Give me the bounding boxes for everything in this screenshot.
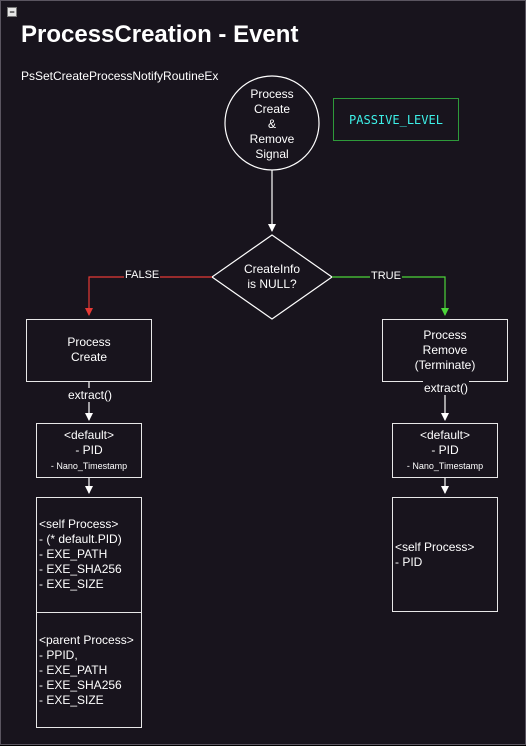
self-process-fields-right: <self Process> - PID (392, 497, 498, 612)
extract-call-right: extract() (423, 381, 470, 395)
process-create-node: Process Create (26, 319, 152, 382)
process-remove-label: Process Remove (Terminate) (414, 328, 476, 372)
default-fields-left: <default> - PID - Nano_Timestamp (36, 423, 142, 478)
default-fields-right: <default> - PID - Nano_Timestamp (392, 423, 498, 478)
irql-passive-level-note: PASSIVE_LEVEL (333, 98, 459, 141)
self-process-left-text: <self Process> - (* default.PID) - EXE_P… (39, 517, 122, 591)
process-create-label: Process Create (67, 335, 111, 364)
self-process-right-text: <self Process> - PID (395, 540, 475, 569)
default-fields-left-text: <default> - PID - Nano_Timestamp (50, 428, 128, 471)
arrow-false-branch (85, 276, 212, 316)
false-edge-label: FALSE (124, 269, 161, 281)
true-edge-label: TRUE (370, 270, 402, 282)
process-remove-node: Process Remove (Terminate) (382, 319, 508, 382)
decision-shape (210, 234, 334, 320)
arrow-true-branch (332, 276, 449, 316)
default-fields-right-text: <default> - PID - Nano_Timestamp (406, 428, 484, 471)
callback-name: PsSetCreateProcessNotifyRoutineEx (21, 69, 219, 83)
collapse-toggle-icon[interactable]: − (7, 7, 17, 17)
parent-process-fields-left: <parent Process> - PPID, - EXE_PATH - EX… (36, 612, 142, 728)
self-process-fields-left: <self Process> - (* default.PID) - EXE_P… (36, 497, 142, 613)
decision-label: CreateInfo is NULL? (243, 262, 301, 291)
start-node-label: Process Create & Remove Signal (249, 87, 295, 161)
extract-call-left: extract() (67, 388, 114, 402)
parent-process-left-text: <parent Process> - PPID, - EXE_PATH - EX… (39, 633, 134, 707)
diagram-title: ProcessCreation - Event (21, 21, 299, 48)
